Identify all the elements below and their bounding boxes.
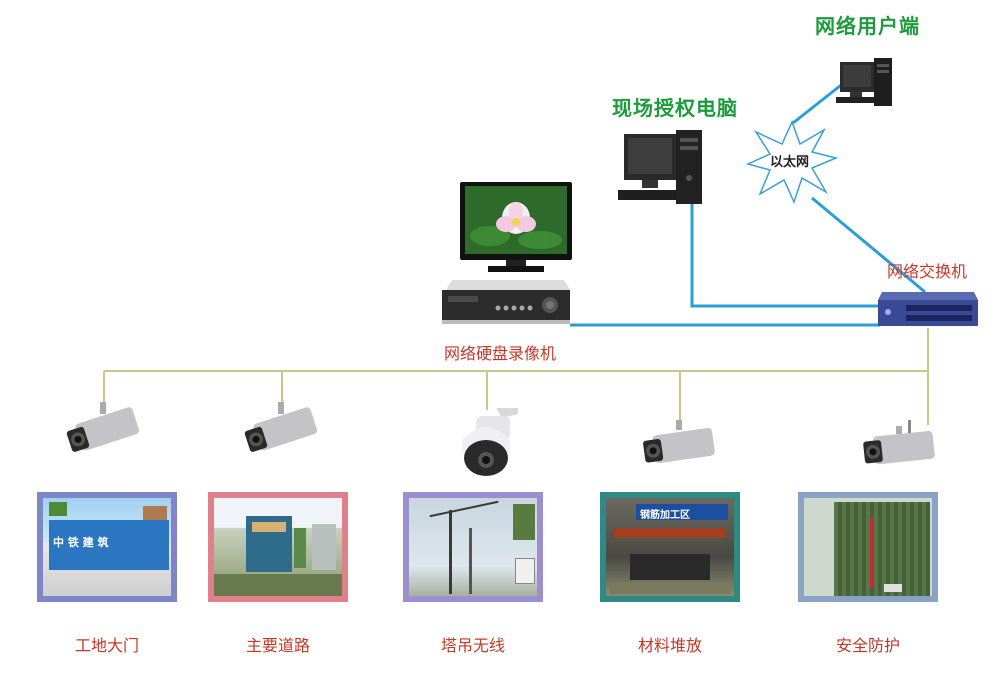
pc-switch-line (690, 195, 880, 308)
network-user-computer-icon (836, 58, 892, 106)
site-pc-computer-icon (618, 130, 702, 204)
network-user-label: 网络用户端 (815, 14, 920, 38)
site-label-gate: 工地大门 (74, 636, 139, 655)
network-switch-icon (878, 292, 978, 326)
dome-camera-icon (462, 408, 518, 476)
gate-sign-text: 中 铁 建 筑 (53, 536, 109, 549)
ethernet-label: 以太网 (770, 155, 810, 170)
monitor-icon (460, 182, 572, 272)
ethernet-user-line (792, 80, 846, 125)
material-banner-text: 钢筋加工区 (640, 510, 690, 521)
site-photo-gate: 中 铁 建 筑 (37, 492, 177, 602)
site-label-road: 主要道路 (245, 636, 310, 655)
bullet-camera-icon-3 (643, 420, 715, 463)
switch-ethernet-line (811, 196, 926, 294)
site-photo-tower-crane (403, 492, 543, 602)
site-label-materials: 材料堆放 (637, 636, 702, 655)
bullet-camera-icon-1 (66, 402, 140, 452)
bullet-camera-icon-4 (863, 420, 935, 465)
site-photo-safety (798, 492, 938, 602)
site-label-tower-crane: 塔吊无线 (440, 636, 505, 655)
bullet-camera-icon-2 (244, 402, 318, 452)
site-photo-road (208, 492, 348, 602)
nvr-device-icon (442, 280, 570, 324)
site-label-safety: 安全防护 (835, 636, 900, 655)
ethernet-burst-icon (746, 120, 838, 204)
nvr-label: 网络硬盘录像机 (444, 344, 557, 363)
site-photo-materials: 钢筋加工区 (600, 492, 740, 602)
switch-label: 网络交换机 (887, 262, 968, 281)
site-pc-label: 现场授权电脑 (612, 96, 738, 120)
